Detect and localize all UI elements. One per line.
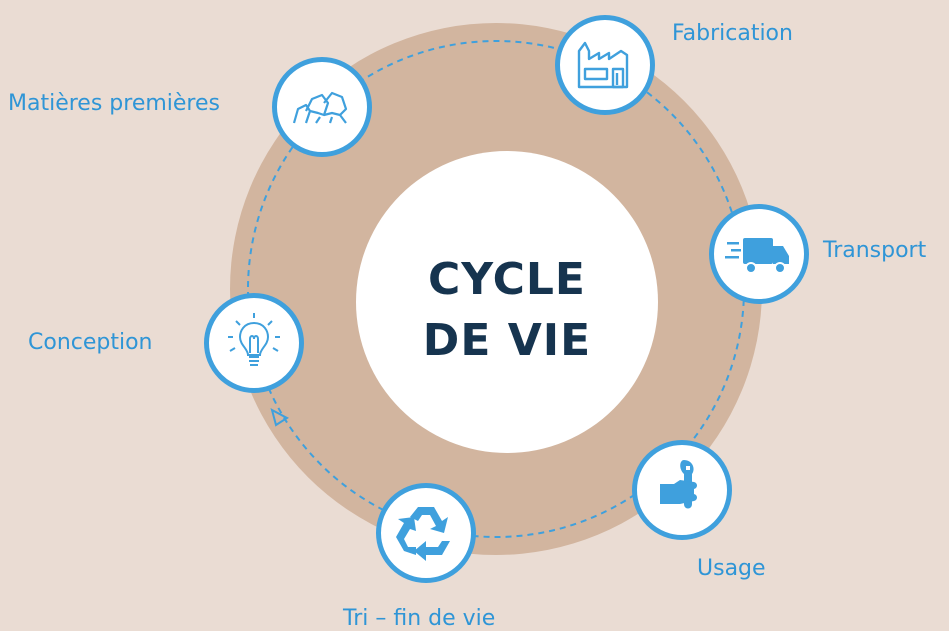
stage-usage bbox=[632, 440, 732, 540]
stage-conception bbox=[204, 293, 304, 393]
truck-icon bbox=[725, 238, 789, 274]
factory-icon bbox=[577, 41, 629, 89]
outer-arrow bbox=[270, 408, 289, 427]
diagram-title-line2: DE VIE bbox=[422, 315, 592, 366]
cycle-center bbox=[356, 151, 658, 453]
stage-label-raw-materials: Matières premières bbox=[8, 91, 220, 116]
stage-label-end-of-life: Tri – fin de vie bbox=[343, 606, 496, 631]
stage-fabrication bbox=[555, 15, 655, 115]
stage-raw-materials bbox=[272, 57, 372, 157]
rocks-icon bbox=[292, 91, 348, 124]
stage-end-of-life bbox=[376, 483, 476, 583]
lightbulb-icon bbox=[228, 313, 280, 366]
stage-label-fabrication: Fabrication bbox=[672, 21, 793, 46]
stage-transport bbox=[709, 204, 809, 304]
recycle-icon bbox=[396, 507, 450, 561]
hand-wrench-icon bbox=[660, 460, 697, 509]
diagram-title-line1: CYCLE bbox=[428, 254, 586, 305]
stage-label-transport: Transport bbox=[823, 238, 927, 263]
stage-label-conception: Conception bbox=[28, 330, 153, 355]
stage-label-usage: Usage bbox=[697, 556, 766, 581]
